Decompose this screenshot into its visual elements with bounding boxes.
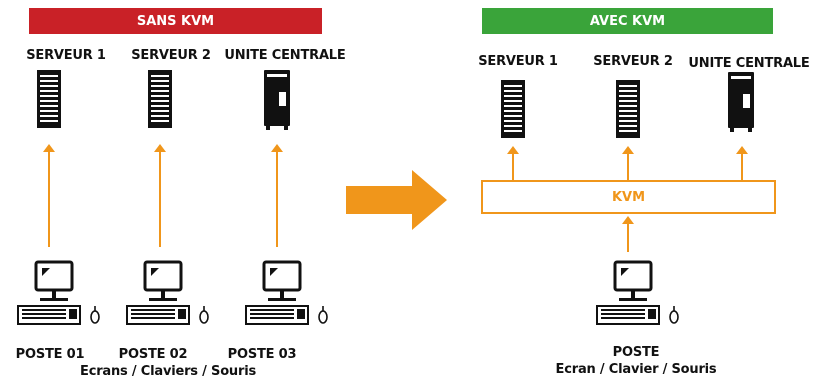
rack-server-icon [616, 80, 640, 138]
transition-arrow [346, 170, 447, 230]
tower-pc-icon [728, 72, 754, 132]
rack-server-icon [148, 70, 172, 128]
station-to-kvm-arrow [622, 216, 634, 252]
left-arrow-2 [154, 144, 166, 247]
workstation-icon [125, 260, 210, 326]
left-arrow-3 [271, 144, 283, 247]
workstation-icon [595, 260, 680, 326]
poste-01-label: POSTE 01 [15, 347, 85, 362]
right-poste-label: POSTE [612, 345, 660, 360]
kvm-switch-box: KVM [481, 180, 776, 214]
rack-server-icon [501, 80, 525, 138]
poste-03-label: POSTE 03 [227, 347, 297, 362]
right-server-1-label: SERVEUR 1 [478, 54, 558, 69]
kvm-to-server-2-arrow [622, 146, 634, 180]
poste-02-label: POSTE 02 [118, 347, 188, 362]
kvm-to-server-1-arrow [507, 146, 519, 180]
right-server-2-label: SERVEUR 2 [593, 54, 673, 69]
sans-kvm-banner: SANS KVM [29, 8, 322, 34]
tower-pc-icon [264, 70, 290, 130]
left-central-unit-label: UNITE CENTRALE [224, 48, 346, 63]
left-arrow-1 [43, 144, 55, 247]
workstation-icon [16, 260, 101, 326]
workstation-icon [244, 260, 329, 326]
left-server-2-label: SERVEUR 2 [131, 48, 211, 63]
kvm-to-central-unit-arrow [736, 146, 748, 180]
right-peripherals-caption: Ecran / Clavier / Souris [555, 362, 717, 377]
avec-kvm-banner: AVEC KVM [482, 8, 773, 34]
left-server-1-label: SERVEUR 1 [26, 48, 106, 63]
left-peripherals-caption: Ecrans / Claviers / Souris [80, 364, 256, 379]
right-central-unit-label: UNITE CENTRALE [688, 56, 810, 71]
rack-server-icon [37, 70, 61, 128]
